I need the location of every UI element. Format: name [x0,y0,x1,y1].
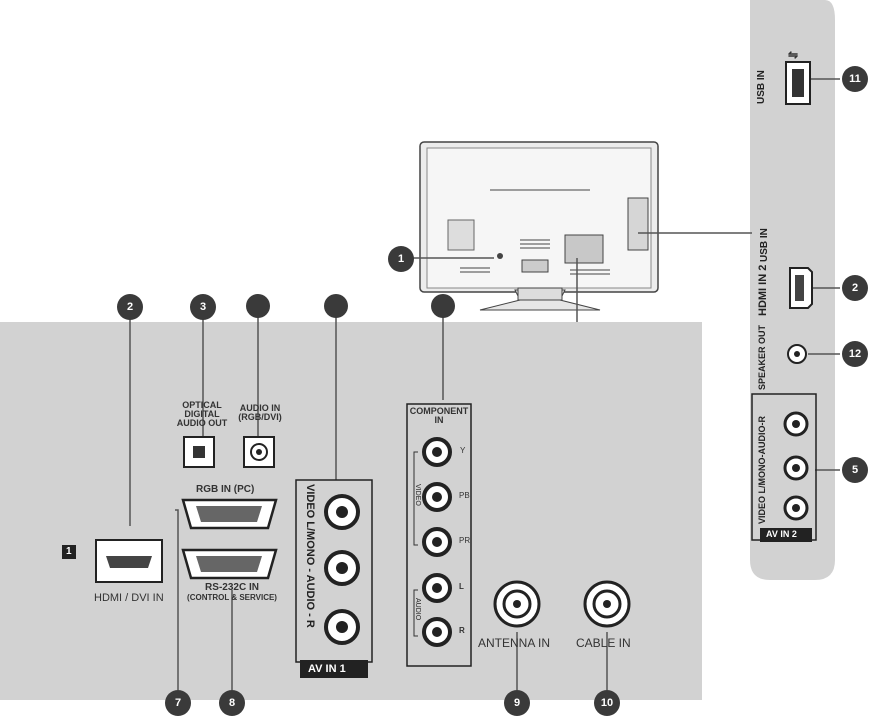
callout-3: 3 [190,294,216,320]
cable-coax-icon [583,580,631,628]
audio-in-label: AUDIO IN(RGB/DVI) [238,403,282,422]
hdmi-in-2-label: HDMI IN 2 [757,264,769,316]
callout-1: 1 [388,246,414,272]
comp-video-label: VIDEO [414,484,421,506]
callout-11: 11 [842,66,868,92]
hdmi-box-number-text: 1 [66,546,72,557]
rs232c-label: RS-232C IN(CONTROL & SERVICE) [187,582,277,602]
av1-rca-jacks [324,494,360,645]
comp-l-label: L [459,582,464,591]
comp-pb-label: PB [459,491,470,500]
av-in-1-label: AV IN 1 [308,663,346,675]
av-in-2-label: AV IN 2 [766,529,797,539]
leader-7 [175,509,179,690]
hdmi-box-number [62,545,76,559]
callout-7: 7 [165,690,191,716]
cable-in-label: CABLE IN [576,636,631,650]
comp-pr-label: PR [459,536,471,545]
av2-rca-jacks [783,411,809,521]
callout-component-dot [431,294,455,318]
callout-8: 8 [219,690,245,716]
component-rca-jacks [422,437,452,647]
speaker-out-label: SPEAKER OUT [757,324,767,390]
rgb-in-label: RGB IN (PC) [196,484,255,495]
callout-5: 5 [842,457,868,483]
callout-2-side: 2 [842,275,868,301]
callout-6-dot [324,294,348,318]
comp-audio-label: AUDIO [414,598,421,621]
av1-vertical-label: VIDEO L/MONO - AUDIO - R [304,484,316,628]
comp-y-label: Y [460,446,466,455]
callout-4-dot [246,294,270,318]
component-box [406,403,472,667]
usb-in-label: USB IN [756,70,767,104]
antenna-in-label: ANTENNA IN [478,636,551,650]
callout-9: 9 [504,690,530,716]
tv-rear-illustration [419,141,659,311]
comp-r-label: R [459,626,465,635]
side-av-label: VIDEO L/MONO-AUDIO-R [757,416,767,524]
callout-2-top: 2 [117,294,143,320]
callout-10: 10 [594,690,620,716]
usb-symbol-icon: ⇋ [788,48,799,62]
usb-in-2-label: USB IN [759,228,770,262]
antenna-coax-icon [493,580,541,628]
callout-12: 12 [842,341,868,367]
hdmi-dvi-label: HDMI / DVI IN [94,592,164,604]
